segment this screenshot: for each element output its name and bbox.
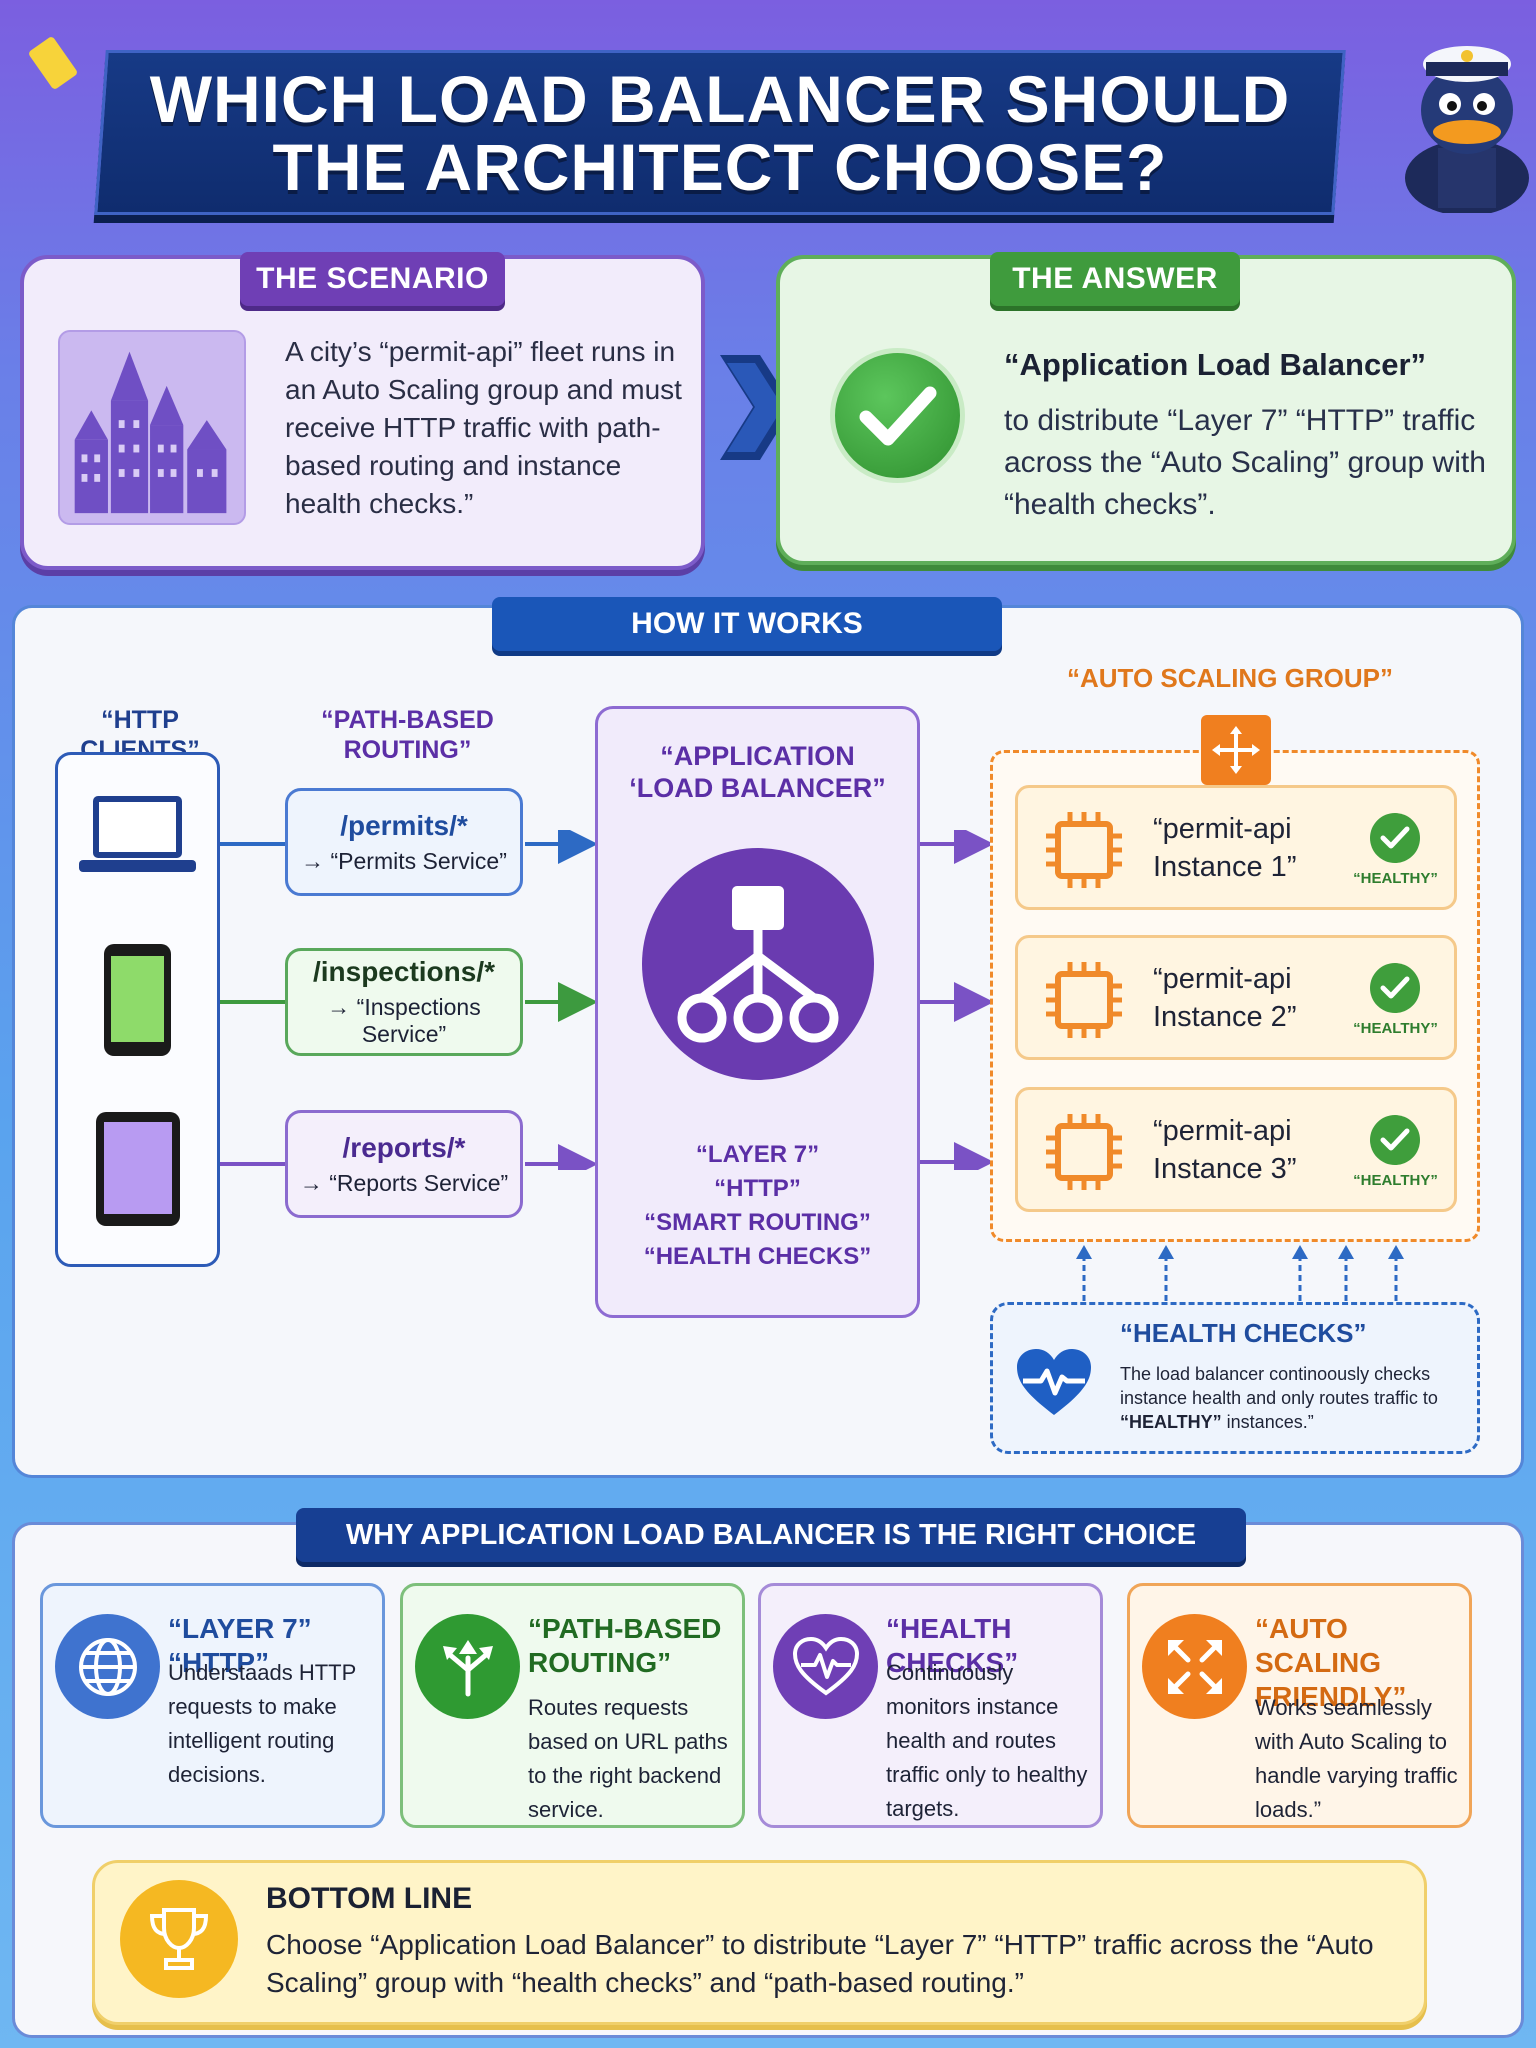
route-inspections: /inspections/* → “Inspections Service” xyxy=(285,948,523,1056)
route-path: /inspections/* xyxy=(312,956,496,987)
alb-title-line-1: “APPLICATION xyxy=(660,741,855,771)
reason-card-health-checks: “HEALTH CHECKS” Continuously monitors in… xyxy=(758,1583,1103,1828)
bottom-line-text: Choose “Application Load Balancer” to di… xyxy=(266,1929,1374,1998)
trophy-icon xyxy=(120,1880,238,1998)
alb-title-line-2: ‘LOAD BALANCER” xyxy=(629,773,886,803)
card-text: Continuously monitors instance health an… xyxy=(886,1660,1088,1821)
alb-feature: “HTTP” xyxy=(714,1175,801,1202)
card-title: “LAYER 7” “HTTP” xyxy=(168,1613,312,1678)
instance-name: “permit-api Instance 2” xyxy=(1153,960,1353,1036)
cpu-chip-icon xyxy=(1046,962,1122,1038)
healthy-check-icon xyxy=(1370,963,1420,1013)
hc-text-part: instances.” xyxy=(1221,1412,1314,1432)
health-checks-text: The load balancer continoously checks in… xyxy=(1120,1362,1475,1434)
instance-name: “permit-api Instance 1” xyxy=(1153,810,1353,886)
health-status: “HEALTHY” xyxy=(1353,1172,1438,1189)
why-tag: WHY APPLICATION LOAD BALANCER IS THE RIG… xyxy=(296,1508,1246,1562)
client-route-connectors xyxy=(220,830,595,1170)
instance-name-line-1: “permit-api xyxy=(1153,813,1292,845)
card-title: “HEALTH CHECKS” xyxy=(886,1613,1019,1678)
page-title: WHICH LOAD BALANCER SHOULD THE ARCHITECT… xyxy=(100,58,1340,208)
route-path: /reports/* xyxy=(342,1131,466,1163)
globe-icon xyxy=(55,1614,160,1719)
alb-title: “APPLICATION ‘LOAD BALANCER” xyxy=(595,740,920,804)
health-status: “HEALTHY” xyxy=(1353,870,1438,887)
load-balancer-icon xyxy=(642,848,874,1080)
cpu-chip-icon xyxy=(1046,1114,1122,1190)
routing-heading-line-1: “PATH-BASED xyxy=(321,706,494,734)
route-path: /permits/* xyxy=(340,809,468,841)
instance-card: “permit-api Instance 1” “HEALTHY” xyxy=(1015,785,1457,910)
reason-card-auto-scaling: “AUTO SCALING FRIENDLY” Works seamlessly… xyxy=(1127,1583,1472,1828)
title-line-1: WHICH LOAD BALANCER SHOULD xyxy=(149,62,1291,136)
instance-name: “permit-api Instance 3” xyxy=(1153,1112,1353,1188)
how-it-works-tag: HOW IT WORKS xyxy=(492,597,1002,651)
route-reports: /reports/* → “Reports Service” xyxy=(285,1110,523,1218)
smartphone-icon xyxy=(104,944,171,1056)
route-service: → “Permits Service” xyxy=(301,847,507,874)
alb-feature: “LAYER 7” xyxy=(695,1141,820,1168)
reason-card-layer7: “LAYER 7” “HTTP” Understaads HTTP reques… xyxy=(40,1583,385,1828)
card-text: Understaads HTTP requests to make intell… xyxy=(168,1660,356,1787)
confetti-shape xyxy=(27,35,79,91)
scenario-tag: THE SCENARIO xyxy=(240,252,505,306)
health-status: “HEALTHY” xyxy=(1353,1020,1438,1037)
reason-card-path-routing: “PATH-BASED ROUTING” Routes requests bas… xyxy=(400,1583,745,1828)
route-permits: /permits/* → “Permits Service” xyxy=(285,788,523,896)
hc-text-bold: “HEALTHY” xyxy=(1120,1412,1222,1432)
card-title: “PATH-BASED ROUTING” xyxy=(528,1613,722,1678)
chevron-right-icon xyxy=(720,355,793,460)
instance-name-line-1: “permit-api xyxy=(1153,1115,1292,1147)
bottom-line-box xyxy=(92,1860,1427,2025)
alb-features: “LAYER 7” “HTTP” “SMART ROUTING” “HEALTH… xyxy=(595,1138,920,1274)
alb-instance-connectors xyxy=(920,830,992,1170)
bottom-line-title: BOTTOM LINE xyxy=(266,1882,473,1915)
heartbeat-icon xyxy=(1017,1349,1091,1415)
healthy-check-icon xyxy=(1370,813,1420,863)
split-arrows-icon xyxy=(415,1614,520,1719)
tablet-icon xyxy=(96,1112,180,1226)
health-checks-title: “HEALTH CHECKS” xyxy=(1120,1318,1367,1348)
check-icon xyxy=(830,348,965,483)
city-skyline-icon xyxy=(58,330,246,525)
answer-text: to distribute “Layer 7” “HTTP” traffic a… xyxy=(1004,404,1486,521)
health-check-arrows xyxy=(1076,1245,1404,1301)
hc-text-part: The load balancer continoously checks in… xyxy=(1120,1364,1438,1408)
route-service: → “Reports Service” xyxy=(299,1169,509,1196)
route-service: → “Inspections Service” xyxy=(327,994,481,1047)
instance-name-line-2: Instance 3” xyxy=(1153,1153,1297,1185)
instance-name-line-2: Instance 2” xyxy=(1153,1001,1297,1033)
alb-feature: “HEALTH CHECKS” xyxy=(643,1243,872,1270)
scenario-text: A city’s “permit-api” fleet runs in an A… xyxy=(285,336,682,519)
auto-scaling-icon xyxy=(1201,715,1271,785)
instance-name-line-2: Instance 1” xyxy=(1153,851,1297,883)
routing-heading: “PATH-BASED ROUTING” xyxy=(285,705,530,765)
instance-card: “permit-api Instance 3” “HEALTHY” xyxy=(1015,1087,1457,1212)
laptop-icon xyxy=(79,796,196,872)
title-line-2: THE ARCHITECT CHOOSE? xyxy=(272,130,1168,204)
asg-label: “AUTO SCALING GROUP” xyxy=(1067,663,1393,693)
duck-mascot-icon xyxy=(1405,46,1529,213)
answer-tag: THE ANSWER xyxy=(990,252,1240,306)
card-text: Routes requests based on URL paths to th… xyxy=(528,1695,728,1822)
expand-arrows-icon xyxy=(1142,1614,1247,1719)
answer-title: “Application Load Balancer” xyxy=(1004,347,1427,382)
instance-card: “permit-api Instance 2” “HEALTHY” xyxy=(1015,935,1457,1060)
card-title: “AUTO SCALING FRIENDLY” xyxy=(1255,1613,1407,1712)
card-text: Works seamlessly with Auto Scaling to ha… xyxy=(1255,1695,1458,1822)
instance-name-line-1: “permit-api xyxy=(1153,963,1292,995)
heartbeat-icon xyxy=(773,1614,878,1719)
alb-feature: “SMART ROUTING” xyxy=(644,1209,871,1236)
healthy-check-icon xyxy=(1370,1115,1420,1165)
cpu-chip-icon xyxy=(1046,812,1122,888)
routing-heading-line-2: ROUTING” xyxy=(343,736,472,764)
